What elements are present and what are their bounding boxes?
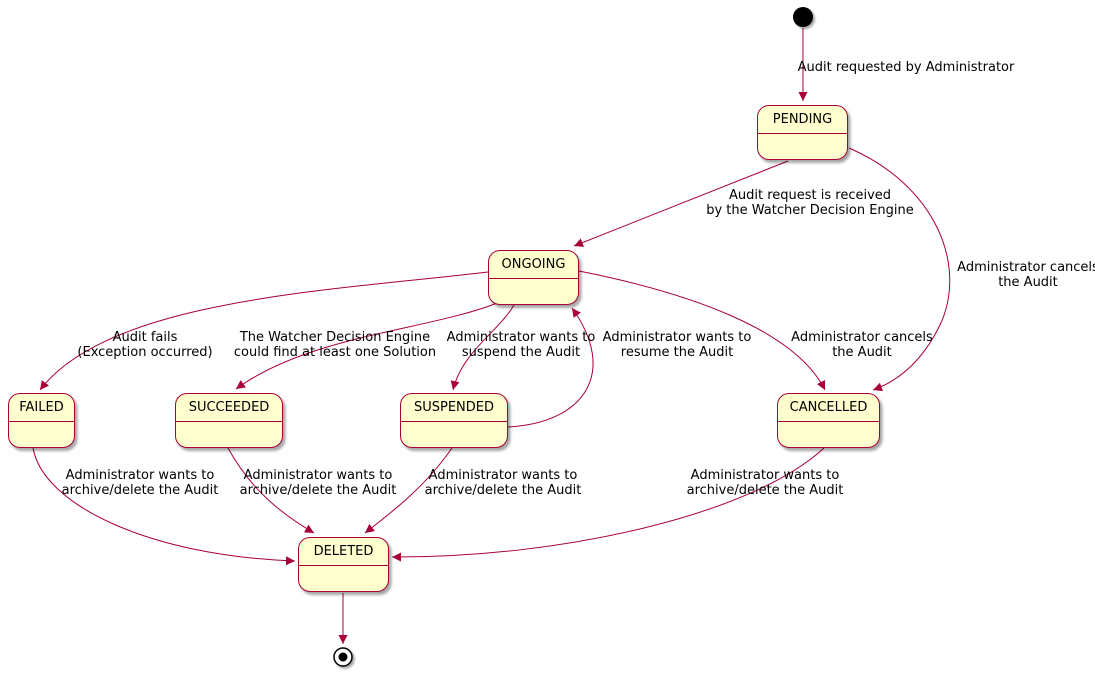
edge-label-line: resume the Audit [620, 345, 734, 360]
edge-label-line: the Audit [998, 275, 1058, 290]
state-deleted-label: DELETED [299, 538, 388, 566]
state-failed: FAILED [8, 393, 75, 448]
edge-label-line: Audit fails [112, 330, 178, 345]
edge-label-line: Administrator wants to [446, 330, 596, 345]
edge-label-cancelled-deleted: Administrator wants to archive/delete th… [687, 468, 844, 498]
edge-label-failed-deleted: Administrator wants to archive/delete th… [62, 468, 219, 498]
state-ongoing-label: ONGOING [489, 251, 578, 279]
edge-label-suspended-ongoing: Administrator wants to resume the Audit [603, 330, 752, 360]
state-succeeded: SUCCEEDED [175, 393, 283, 448]
edge-ongoing-suspended [450, 304, 515, 391]
state-pending-body [758, 134, 847, 158]
edge-label-line: Administrator cancels [791, 330, 933, 345]
edge-label-line: archive/delete the Audit [424, 483, 582, 498]
edge-label-line: suspend the Audit [461, 345, 581, 360]
state-cancelled-body [778, 422, 879, 446]
state-suspended-body [401, 422, 507, 446]
edge-label-suspended-deleted: Administrator wants to archive/delete th… [425, 468, 582, 498]
edge-label-pending-ongoing: Audit request is received by the Watcher… [706, 188, 914, 218]
state-ongoing: ONGOING [488, 250, 579, 305]
edge-suspended-ongoing [507, 307, 594, 428]
edge-label-line: the Audit [832, 345, 892, 360]
edge-label-line: (Exception occurred) [77, 345, 213, 360]
edge-label-line: Administrator cancels [957, 260, 1095, 275]
edge-label-line: by the Watcher Decision Engine [706, 203, 914, 218]
edge-label-initial-pending: Audit requested by Administrator [798, 60, 1015, 75]
state-ongoing-body [489, 279, 578, 303]
edge-succeeded-deleted [227, 447, 315, 534]
state-succeeded-body [176, 422, 282, 446]
edge-label-line: The Watcher Decision Engine [239, 330, 431, 345]
edge-label-line: Administrator wants to [690, 468, 840, 483]
edge-label-ongoing-cancelled: Administrator cancels the Audit [791, 330, 933, 360]
edge-ongoing-failed [39, 271, 489, 391]
edge-label-line: Administrator wants to [428, 468, 578, 483]
state-deleted: DELETED [298, 537, 389, 592]
edge-label-line: archive/delete the Audit [686, 483, 844, 498]
edge-label-line: Audit requested by Administrator [797, 60, 1015, 75]
edge-label-line: Administrator wants to [243, 468, 393, 483]
state-cancelled-label: CANCELLED [778, 394, 879, 422]
edge-label-line: Administrator wants to [65, 468, 215, 483]
edge-label-line: could find at least one Solution [233, 345, 437, 360]
edge-label-line: Administrator wants to [602, 330, 752, 345]
edge-suspended-deleted [364, 447, 453, 534]
state-failed-body [9, 422, 74, 446]
edge-failed-deleted [32, 447, 296, 566]
edge-ongoing-cancelled [578, 270, 826, 391]
edge-label-ongoing-succeeded: The Watcher Decision Engine could find a… [234, 330, 436, 360]
state-pending-label: PENDING [758, 106, 847, 134]
initial-state-node [793, 7, 813, 27]
edge-label-succeeded-deleted: Administrator wants to archive/delete th… [240, 468, 397, 498]
edge-label-line: Audit request is received [728, 188, 892, 203]
state-suspended: SUSPENDED [400, 393, 508, 448]
state-suspended-label: SUSPENDED [401, 394, 507, 422]
state-succeeded-label: SUCCEEDED [176, 394, 282, 422]
state-cancelled: CANCELLED [777, 393, 880, 448]
edge-label-pending-cancelled: Administrator cancels the Audit [957, 260, 1095, 290]
edge-label-ongoing-failed: Audit fails (Exception occurred) [77, 330, 212, 360]
state-failed-label: FAILED [9, 394, 74, 422]
state-deleted-body [299, 566, 388, 590]
edge-label-line: archive/delete the Audit [239, 483, 397, 498]
edge-label-line: archive/delete the Audit [61, 483, 219, 498]
edge-pending-cancelled [848, 147, 951, 392]
edge-pending-ongoing [573, 160, 789, 247]
edge-cancelled-deleted [391, 447, 825, 562]
state-pending: PENDING [757, 105, 848, 160]
edge-ongoing-succeeded [235, 302, 498, 390]
final-state-node [333, 647, 353, 667]
edge-label-ongoing-suspended: Administrator wants to suspend the Audit [447, 330, 596, 360]
